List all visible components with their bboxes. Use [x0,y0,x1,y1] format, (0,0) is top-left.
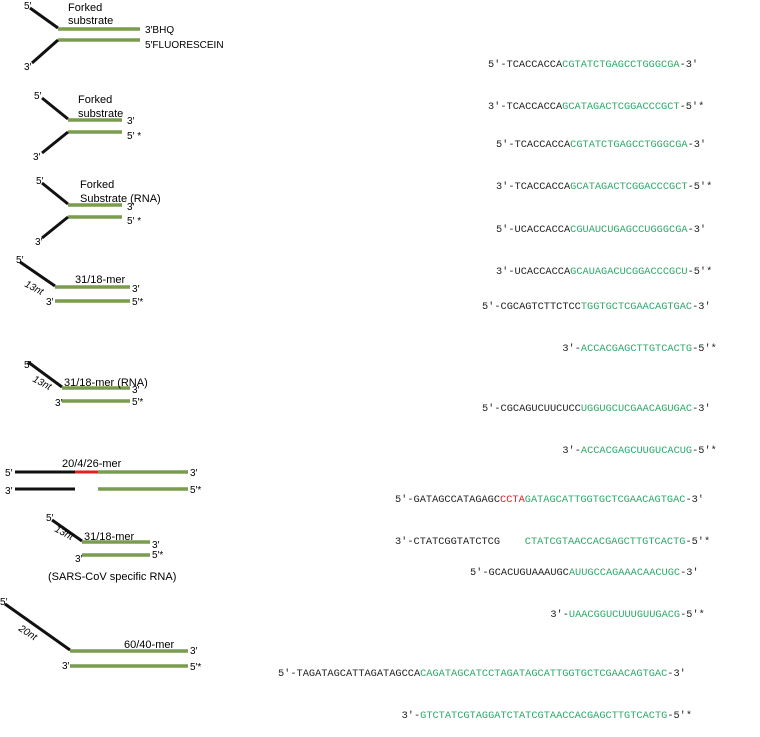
panel-8-seq-top: 5′-TAGATAGCATTAGATAGCCACAGATAGCATCCTAGAT… [278,668,686,680]
panel-4-top-5: 5′ [16,255,24,266]
panel-7-seq-top: 5′-GCACUGUAAAUGCAUUGCCAGAAACAACUGC-3′ [470,567,699,579]
panel-4-top-3: 3′ [132,284,140,295]
panel-3-top-5: 5′ [36,176,44,187]
panel-1-top-3: 3′BHQ [145,25,174,36]
panel-1-label-line-2: substrate [68,15,113,27]
strand-3-tail [41,215,69,240]
panel-3-seq-bottom: 3′-UCACCACCAGCAUAGACUCGGACCCGCU-5′* [496,266,713,278]
panel-2-seq-bottom: 3′-TCACCACCAGCATAGACTCGGACCCGCT-5′* [496,181,713,193]
substrate-diagram: Forked substrate 5′ 3′BHQ 5′FLUORESCEIN … [0,1,224,673]
panel-7-sequences: 5′-GCACUGUAAAUGCAUUGCCAGAAACAACUGC-3′ 3′… [470,538,705,636]
panel-6-top-3: 3′ [190,468,198,479]
panel-2-schematic: Forked substrate 5′ 3′ 5′ * 3′ [33,91,141,163]
panel-5-schematic: 31/18-mer (RNA) 13nt 5′ 3′ 3′ 5′* [24,360,148,409]
panel-4-overhang: 13nt [23,279,46,298]
panel-7-bottom-5: 5′* [152,550,163,561]
panel-6-top-5: 5′ [5,468,13,479]
panel-6-sequences: 5′-GATAGCCATAGAGCCCTAGATAGCATTGGTGCTCGAA… [395,465,710,563]
panel-3-seq-top: 5′-UCACCACCACGUAUCUGAGCCUGGGCGA-3′ [496,224,707,236]
panel-5-seq-bottom: 3′-ACCACGAGCUUGUCACUG-5′* [562,445,717,457]
panel-7-caption: (SARS-CoV specific RNA) [48,571,176,583]
panel-4-seq-top: 5′-CGCAGTCTTCTCCTGGTGCTCGAACAGTGAC-3′ [482,301,711,313]
panel-8-seq-bottom: 3′-GTCTATCGTAGGATCTATCGTAACCACGAGCTTGTCA… [401,710,693,722]
strand-5-tail [51,518,83,543]
strand-5-tail [19,260,56,288]
panel-7-top-3: 3′ [152,540,160,551]
panel-2-label-line-2: substrate [78,108,123,120]
panel-3-schematic: Forked Substrate (RNA) 5′ 3′ 5′ * 3′ [35,176,161,248]
panel-1-bottom-5: 5′FLUORESCEIN [145,40,224,51]
panel-5-bottom-3: 3′ [55,398,63,409]
panel-7-top-5: 5′ [46,513,54,524]
panel-2-bottom-5: 5′ * [127,131,141,142]
panel-3-label-line-2: Substrate (RNA) [80,193,161,205]
panel-3-sequences: 5′-UCACCACCACGUAUCUGAGCCUGGGCGA-3′ 3′-UC… [496,195,712,293]
panel-3-top-3: 3′ [127,202,135,213]
panel-8-label: 60/40-mer [124,639,174,651]
panel-8-bottom-3: 3′ [62,661,70,672]
panel-8-top-5: 5′ [0,597,8,608]
panel-1-bottom-3: 3′ [24,62,32,73]
panel-5-seq-top: 5′-CGCAGUCUUCUCCUGGUGCUCGAACAGUGAC-3′ [482,403,711,415]
panel-7-overhang: 13nt [53,524,76,543]
panel-8-bottom-5: 5′* [190,662,201,673]
panel-4-sequences: 5′-CGCAGTCTTCTCCTGGTGCTCGAACAGTGAC-3′ 3′… [482,272,717,370]
strand-3-tail [31,38,59,65]
panel-1-top-5: 5′ [24,1,32,12]
panel-2-top-3: 3′ [127,116,135,127]
panel-7-bottom-3: 3′ [75,554,83,565]
panel-7-label: 31/18-mer [84,531,134,543]
panel-4-seq-bottom: 3′-ACCACGAGCTTGTCACTG-5′* [562,343,717,355]
strand-3-tail [41,130,69,155]
panel-6-seq-bottom: 3′-CTATCGGTATCTCG CTATCGTAACCACGAGCTTGTC… [395,536,711,548]
panel-7-schematic: 31/18-mer 13nt 5′ 3′ 3′ 5′* (SARS-CoV sp… [46,513,176,583]
panel-5-label: 31/18-mer (RNA) [64,377,148,389]
panel-6-schematic: 20/4/26-mer 5′ 3′ 3′ 5′* [5,458,201,497]
panel-7-seq-bottom: 3′-UAACGGUCUUUGUUGACG-5′* [550,609,705,621]
panel-8-top-3: 3′ [190,646,198,657]
strand-5-tail [41,96,69,121]
panel-2-bottom-3: 3′ [33,152,41,163]
panel-5-sequences: 5′-CGCAGUCUUCUCCUGGUGCUCGAACAGUGAC-3′ 3′… [482,374,717,472]
panel-8-sequences: 5′-TAGATAGCATTAGATAGCCACAGATAGCATCCTAGAT… [278,639,692,737]
panel-8-schematic: 60/40-mer 20nt 5′ 3′ 3′ 5′* [0,597,201,673]
panel-2-seq-top: 5′-TCACCACCACGTATCTGAGCCTGGGCGA-3′ [496,139,707,151]
strand-5-tail [27,360,63,389]
panel-5-top-5: 5′ [24,360,32,371]
strand-5-tail [29,6,59,30]
panel-1-sequences: 5′-TCACCACCACGTATCTGAGCCTGGGCGA-3′ 3′-TC… [488,30,704,128]
panel-1-schematic: Forked substrate 5′ 3′BHQ 5′FLUORESCEIN … [24,1,224,73]
panel-2-label-line-1: Forked [78,94,112,106]
panel-4-schematic: 31/18-mer 13nt 5′ 3′ 3′ 5′* [16,255,143,308]
panel-3-label-line-1: Forked [80,179,114,191]
panel-6-bottom-5: 5′* [190,485,201,496]
panel-4-label: 31/18-mer [75,274,125,286]
panel-3-bottom-3: 3′ [35,237,43,248]
panel-6-label: 20/4/26-mer [62,458,122,470]
panel-6-seq-top: 5′-GATAGCCATAGAGCCCTAGATAGCATTGGTGCTCGAA… [395,494,704,506]
panel-1-seq-bottom: 3′-TCACCACCAGCATAGACTCGGACCCGCT-5′* [488,101,705,113]
panel-2-top-5: 5′ [34,91,42,102]
panel-1-label-line-1: Forked [68,2,102,14]
panel-5-top-3: 3′ [132,385,140,396]
strand-5-tail [41,181,69,206]
panel-3-bottom-5: 5′ * [127,216,141,227]
panel-4-bottom-3: 3′ [46,297,54,308]
panel-2-sequences: 5′-TCACCACCACGTATCTGAGCCTGGGCGA-3′ 3′-TC… [496,110,712,208]
panel-6-bottom-3: 3′ [5,486,13,497]
strand-5-tail [4,602,71,652]
panel-5-bottom-5: 5′* [132,397,143,408]
panel-4-bottom-5: 5′* [132,297,143,308]
panel-1-seq-top: 5′-TCACCACCACGTATCTGAGCCTGGGCGA-3′ [488,59,699,71]
